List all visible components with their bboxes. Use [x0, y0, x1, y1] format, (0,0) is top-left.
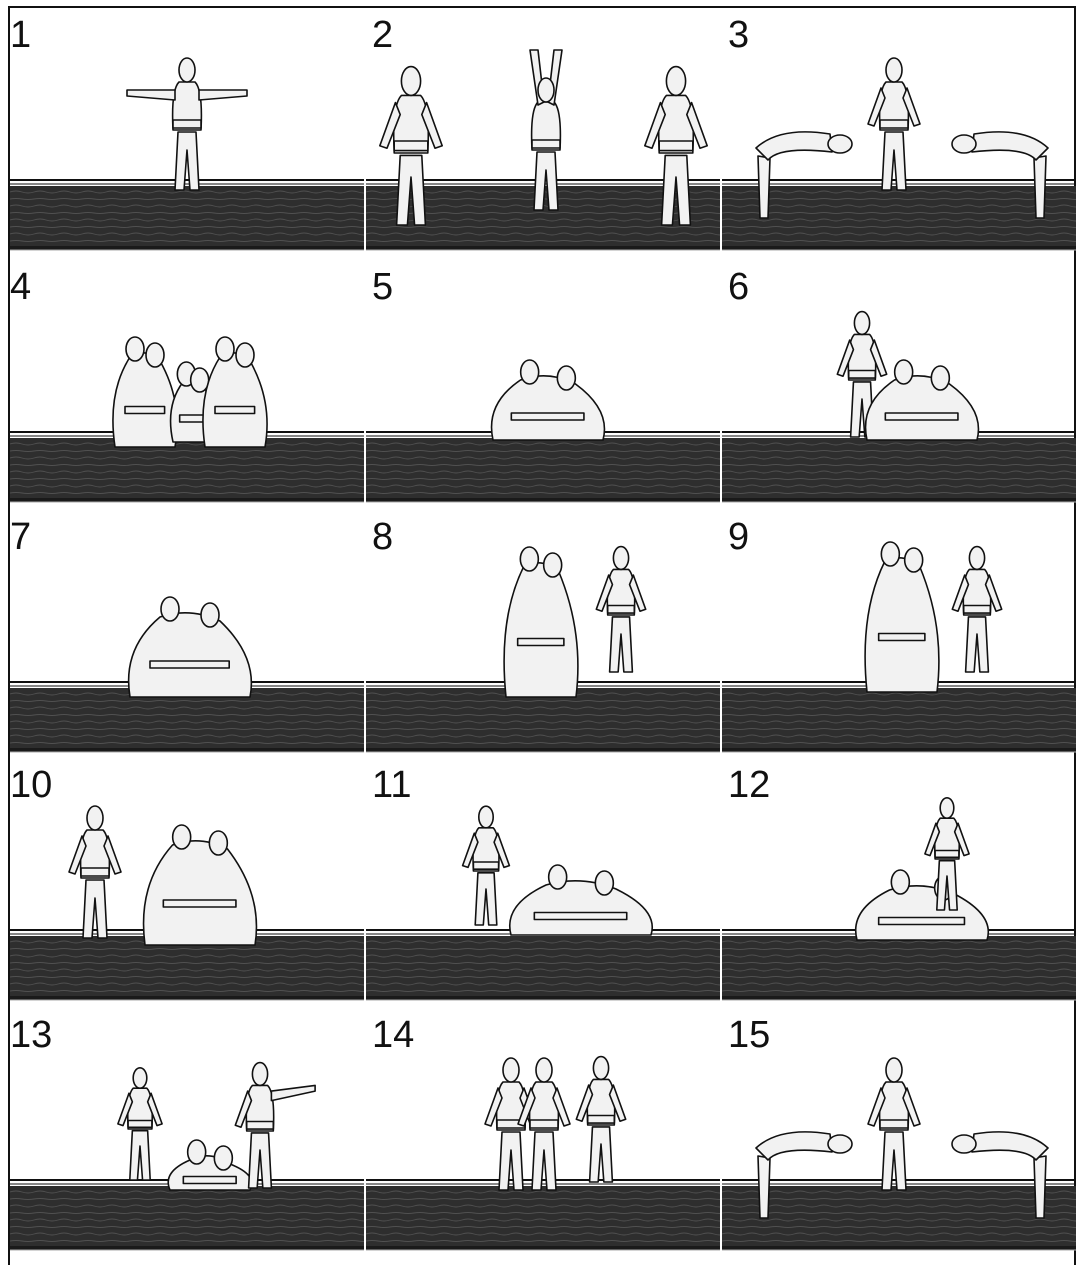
wrestlers-on-ground — [510, 865, 653, 935]
referee-standing — [463, 806, 510, 925]
panel-illustration — [10, 10, 364, 260]
wrestler-prone — [168, 1140, 252, 1190]
panel-figures — [504, 547, 646, 697]
referee-arms-out — [127, 58, 247, 190]
panel-6: 6 — [722, 262, 1076, 512]
panel-figures — [127, 58, 247, 190]
panel-2: 2 — [366, 10, 720, 260]
wrestlers-grappling-low — [492, 360, 605, 440]
panel-illustration — [10, 262, 364, 512]
referee-standing — [868, 58, 920, 190]
mat-ground — [366, 930, 720, 1000]
panel-illustration — [722, 1010, 1076, 1260]
referee-pointing — [235, 1063, 315, 1188]
referee-standing — [868, 1058, 920, 1190]
panel-14: 14 — [366, 1010, 720, 1260]
panel-illustration — [366, 1010, 720, 1260]
panel-4: 4 — [10, 262, 364, 512]
panel-figures — [837, 312, 978, 440]
panel-figures — [69, 806, 256, 945]
panel-figures — [856, 798, 989, 940]
frame-border-top — [8, 6, 1076, 8]
panel-illustration — [10, 512, 364, 762]
panel-3: 3 — [722, 10, 1076, 260]
wrestlers-grappling-bent — [129, 597, 252, 697]
panel-illustration — [722, 262, 1076, 512]
panel-illustration — [722, 10, 1076, 260]
wrestlers-clinch — [865, 542, 939, 692]
mat-ground — [366, 1180, 720, 1250]
panel-illustration — [722, 512, 1076, 762]
wrestlers-on-ground — [856, 870, 989, 940]
panel-5: 5 — [366, 262, 720, 512]
wrestler-kneeling — [203, 337, 267, 447]
panel-figures — [865, 542, 1002, 692]
panel-8: 8 — [366, 512, 720, 762]
panel-illustration — [366, 512, 720, 762]
mat-ground — [366, 432, 720, 502]
wrestler-kneeling — [113, 337, 177, 447]
panel-10: 10 — [10, 760, 364, 1010]
panel-figures — [113, 337, 267, 447]
wrestlers-clinch — [504, 547, 578, 697]
referee-standing — [69, 806, 121, 938]
panel-figures — [492, 360, 605, 440]
panel-7: 7 — [10, 512, 364, 762]
panel-illustration — [10, 1010, 364, 1260]
referee-standing — [576, 1057, 625, 1182]
panel-illustration — [722, 760, 1076, 1010]
panel-figures — [129, 597, 252, 697]
panel-1: 1 — [10, 10, 364, 260]
wrestlers-throw — [144, 825, 257, 945]
panel-13: 13 — [10, 1010, 364, 1260]
panel-illustration — [366, 262, 720, 512]
panel-11: 11 — [366, 760, 720, 1010]
panel-illustration — [10, 760, 364, 1010]
panel-illustration — [366, 760, 720, 1010]
panel-12: 12 — [722, 760, 1076, 1010]
referee-stepping — [952, 547, 1001, 672]
wrestler-walking — [118, 1068, 162, 1180]
panel-figures — [463, 806, 653, 935]
panel-15: 15 — [722, 1010, 1076, 1260]
referee-stepping — [596, 547, 645, 672]
panel-9: 9 — [722, 512, 1076, 762]
panel-figures — [118, 1063, 315, 1190]
mat-ground — [10, 180, 364, 250]
panel-figures — [485, 1057, 626, 1190]
panel-illustration — [366, 10, 720, 260]
mat-ground — [722, 432, 1076, 502]
